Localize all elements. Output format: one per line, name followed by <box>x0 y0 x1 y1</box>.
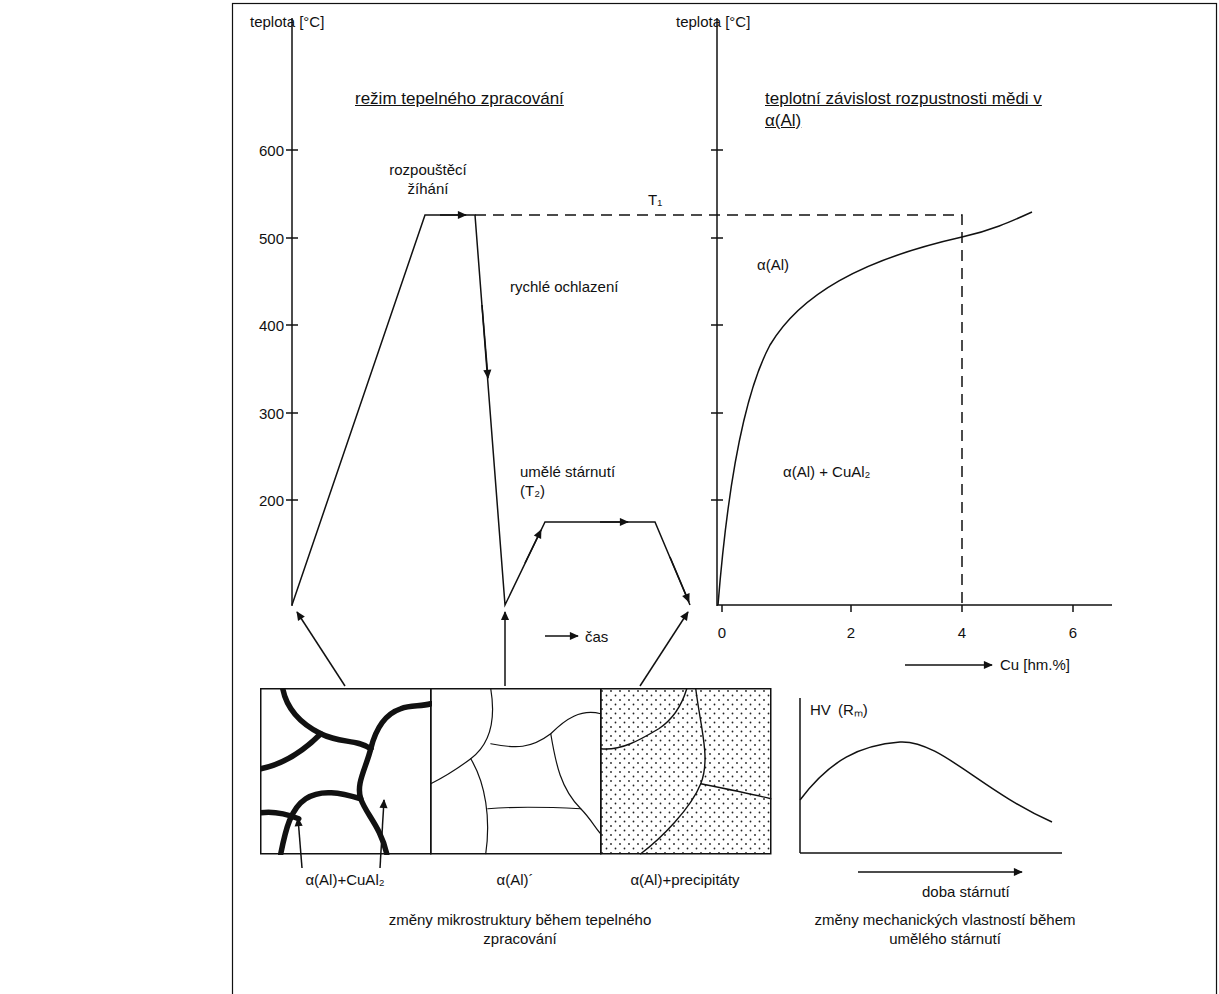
outer-frame <box>233 4 1217 994</box>
diagram-label: 300 <box>259 404 284 423</box>
microstructure-label: α(Al)+precipitáty <box>630 871 739 888</box>
diagram-label: 6 <box>1069 623 1077 642</box>
diagram-label: čas <box>585 627 608 646</box>
diagram-label: 200 <box>259 491 284 510</box>
diagram-label: změny mechanických vlastností během uměl… <box>805 910 1085 948</box>
microstructure-panel: α(Al)+CuAl₂ <box>260 688 430 903</box>
diagram-label: 400 <box>259 316 284 335</box>
diagram-label: (Rₘ) <box>838 700 868 719</box>
hardness-chart <box>800 698 1062 872</box>
microstructure-label: α(Al)+CuAl₂ <box>305 871 384 888</box>
microstructure-panel: α(Al)´ <box>430 688 600 903</box>
left-chart <box>286 18 690 636</box>
diagram-label: 0 <box>718 623 726 642</box>
right-chart <box>711 18 1112 665</box>
diagram-label: HV <box>810 700 831 719</box>
diagram-label: teplota [°C] <box>676 12 750 31</box>
diagram-label: 4 <box>958 623 966 642</box>
microstructure-label: α(Al)´ <box>497 871 534 888</box>
diagram-label: 500 <box>259 229 284 248</box>
diagram-label: teplotní závislost rozpustnosti mědi v α… <box>765 88 1045 132</box>
diagram-label: rozpouštěcí žíhání <box>376 160 480 198</box>
diagram-label: 2 <box>847 623 855 642</box>
microstructure-panel: α(Al)+precipitáty <box>600 688 770 903</box>
dashed-guide <box>475 215 962 605</box>
diagram-label: Cu [hm.%] <box>1000 655 1070 674</box>
microstructure-drawing <box>430 688 602 855</box>
diagram-label: změny mikrostruktury během tepelného zpr… <box>355 910 685 948</box>
microstructure-drawing <box>600 688 772 855</box>
diagram-label: α(Al) + CuAl₂ <box>783 462 870 481</box>
diagram-label: umělé stárnutí (T₂) <box>520 462 616 500</box>
diagram-label: 600 <box>259 141 284 160</box>
diagram-label: doba stárnutí <box>922 882 1010 901</box>
diagram-label: α(Al) <box>757 255 789 274</box>
diagram-label: rychlé ochlazení <box>510 277 618 296</box>
diagram-label: režim tepelného zpracování <box>355 88 564 110</box>
diagram-label: T₁ <box>648 190 662 209</box>
microstructure-drawing <box>260 688 432 855</box>
diagram-label: teplota [°C] <box>250 12 324 31</box>
